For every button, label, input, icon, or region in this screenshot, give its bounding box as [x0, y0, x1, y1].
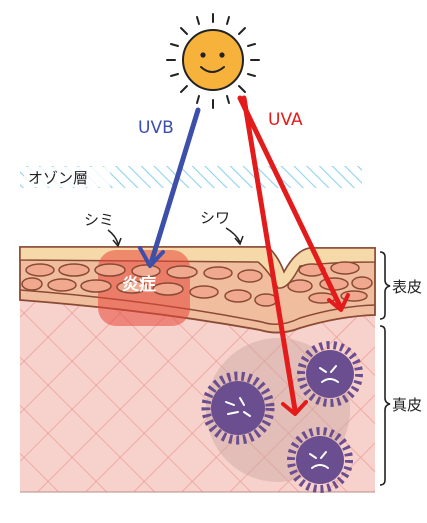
sun-icon — [166, 13, 260, 109]
uva-label: UVA — [268, 110, 303, 130]
uva-ray — [237, 95, 350, 416]
wrinkle-pointer — [225, 227, 244, 246]
inflammation-label: 炎症 — [122, 274, 156, 295]
spot-label: シミ — [84, 211, 114, 229]
germ-icon — [287, 427, 353, 493]
ozone-label: オゾン層 — [28, 169, 88, 187]
spot-pointer — [107, 229, 122, 248]
epidermis-cells — [21, 261, 373, 307]
uvb-label: UVB — [138, 118, 174, 138]
germ-icon — [201, 371, 275, 445]
layer-brackets — [379, 251, 391, 486]
uvb-ray — [138, 107, 201, 268]
germ-icon — [297, 341, 363, 407]
wrinkle-label: シワ — [200, 209, 230, 227]
dermis-label: 真皮 — [392, 396, 422, 414]
epidermis-label: 表皮 — [392, 278, 422, 296]
